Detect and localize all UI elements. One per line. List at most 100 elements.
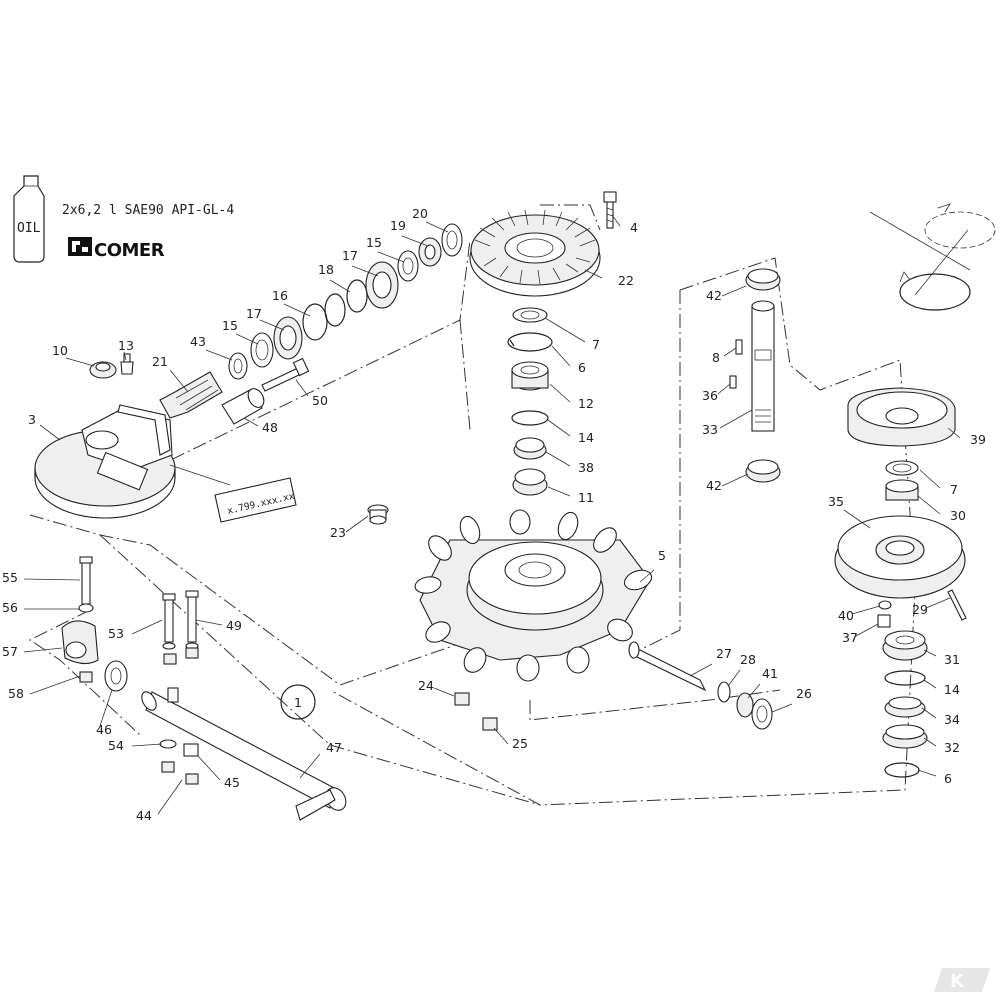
mounting-parts [61, 556, 347, 821]
assembly-number: 1 [294, 695, 302, 710]
leader-line [747, 683, 761, 699]
rotor-hub [414, 509, 653, 682]
part-label-20: 20 [412, 206, 428, 221]
leader-line [727, 669, 741, 687]
vertical-shaft [729, 268, 781, 483]
serial-plate: x.799.xxx.xx [169, 464, 297, 523]
part-label-31: 31 [944, 652, 960, 667]
part-label-42: 42 [706, 288, 722, 303]
rotation-symbol [869, 203, 996, 311]
leader-line [851, 605, 881, 615]
part-label-6: 6 [944, 771, 952, 786]
leader-line [123, 351, 127, 361]
fittings-24-25 [454, 692, 498, 731]
leader-line [721, 473, 749, 487]
part-label-3: 3 [28, 412, 36, 427]
output-shaft-parts [628, 641, 773, 730]
part-label-41: 41 [762, 666, 778, 681]
part-label-27: 27 [716, 646, 732, 661]
part-label-36: 36 [702, 388, 718, 403]
part-label-4: 4 [630, 220, 638, 235]
part-label-26: 26 [796, 686, 812, 701]
leader-line [545, 451, 571, 467]
part-labels: 4222019151718161715431310215048376121438… [2, 206, 986, 823]
leader-line [283, 303, 311, 317]
part-label-53: 53 [108, 626, 124, 641]
leader-line [295, 379, 309, 397]
part-label-34: 34 [944, 712, 960, 727]
part-label-7: 7 [592, 337, 600, 352]
part-label-40: 40 [838, 608, 854, 623]
leader-line [855, 623, 879, 637]
leader-line [23, 647, 63, 653]
part-label-5: 5 [658, 548, 666, 563]
leader-line [923, 679, 937, 689]
leader-line [433, 687, 455, 697]
leader-line [345, 515, 369, 533]
gearbox-housing [34, 404, 176, 519]
part-label-21: 21 [152, 354, 168, 369]
leader-line [721, 285, 747, 297]
part-label-17: 17 [246, 306, 262, 321]
leader-line [29, 675, 81, 695]
leader-line [919, 469, 941, 489]
leader-line [947, 427, 961, 439]
leader-line [771, 703, 793, 713]
leader-line [719, 409, 753, 429]
part-label-43: 43 [190, 334, 206, 349]
part-label-48: 48 [262, 420, 278, 435]
leader-line [377, 251, 405, 263]
leader-line [259, 319, 285, 331]
leader-line [917, 769, 937, 777]
leader-line [195, 619, 223, 626]
leader-line [921, 707, 937, 719]
assembly-lines [29, 204, 916, 806]
leader-line [925, 597, 951, 609]
plug-23 [367, 504, 389, 525]
leader-line [611, 214, 621, 227]
part-label-19: 19 [390, 218, 406, 233]
leader-line [493, 727, 509, 745]
bolt-4 [603, 191, 617, 229]
part-label-14: 14 [944, 682, 960, 697]
part-label-57: 57 [2, 644, 18, 659]
assembly-marker: 1 [280, 684, 316, 720]
leader-line [584, 269, 603, 279]
part-label-32: 32 [944, 740, 960, 755]
comer-logo: COMER [68, 237, 165, 261]
leader-line [23, 578, 81, 581]
oil-can-icon: OIL [13, 175, 45, 263]
part-label-6: 6 [578, 360, 586, 375]
part-label-12: 12 [578, 396, 594, 411]
leader-line [65, 357, 95, 367]
part-label-47: 47 [326, 740, 342, 755]
leader-line [547, 486, 571, 497]
part-label-11: 11 [578, 490, 594, 505]
input-shaft-parts [89, 223, 463, 425]
leader-line [551, 345, 571, 367]
leader-line [39, 424, 61, 441]
part-label-23: 23 [330, 525, 346, 540]
part-label-54: 54 [108, 738, 124, 753]
leader-line [169, 369, 189, 393]
part-label-14: 14 [578, 430, 594, 445]
part-label-42: 42 [706, 478, 722, 493]
leader-line [329, 279, 351, 293]
leader-line [243, 417, 259, 427]
center-stack [507, 307, 553, 496]
part-label-15: 15 [222, 318, 238, 333]
part-label-7: 7 [950, 482, 958, 497]
leader-line [401, 235, 429, 247]
part-label-17: 17 [342, 248, 358, 263]
leader-line [843, 509, 871, 529]
leader-line [689, 663, 713, 677]
leader-line [99, 689, 113, 727]
part-label-37: 37 [842, 630, 858, 645]
watermark-text: K [950, 971, 965, 992]
part-label-44: 44 [136, 808, 152, 823]
crown-gear [469, 209, 601, 297]
oil-spec-text: 2x6,2 l SAE90 API-GL-4 [62, 203, 234, 218]
part-label-15: 15 [366, 235, 382, 250]
